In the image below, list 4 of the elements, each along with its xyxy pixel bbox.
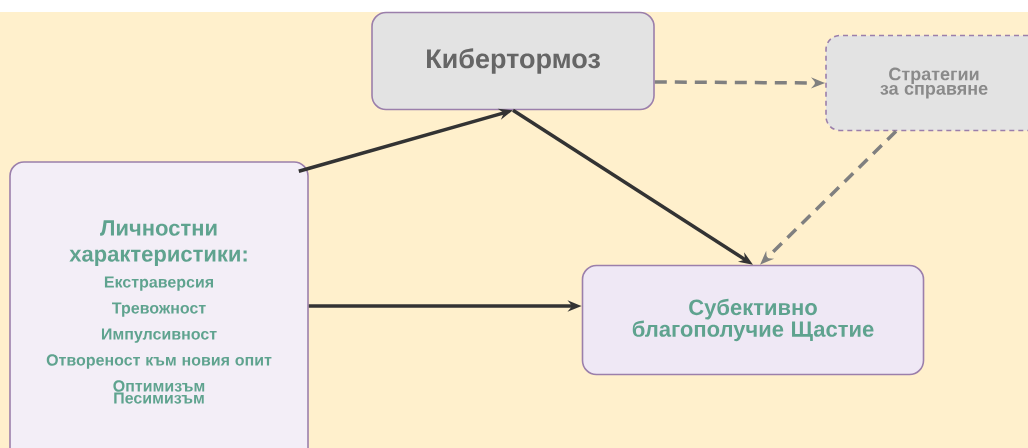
factors-box: Личностни характеристики: Екстраверсия Тревожност Импулсивност Отвореност към новия опит Оптимизъм Песимизъм	[9, 161, 309, 448]
outcome-box: Субективно благополучие Щастие	[581, 264, 925, 376]
concept-box: Кибертормоз	[371, 11, 655, 111]
concept-box: Стратегии за справяне	[825, 34, 1028, 132]
